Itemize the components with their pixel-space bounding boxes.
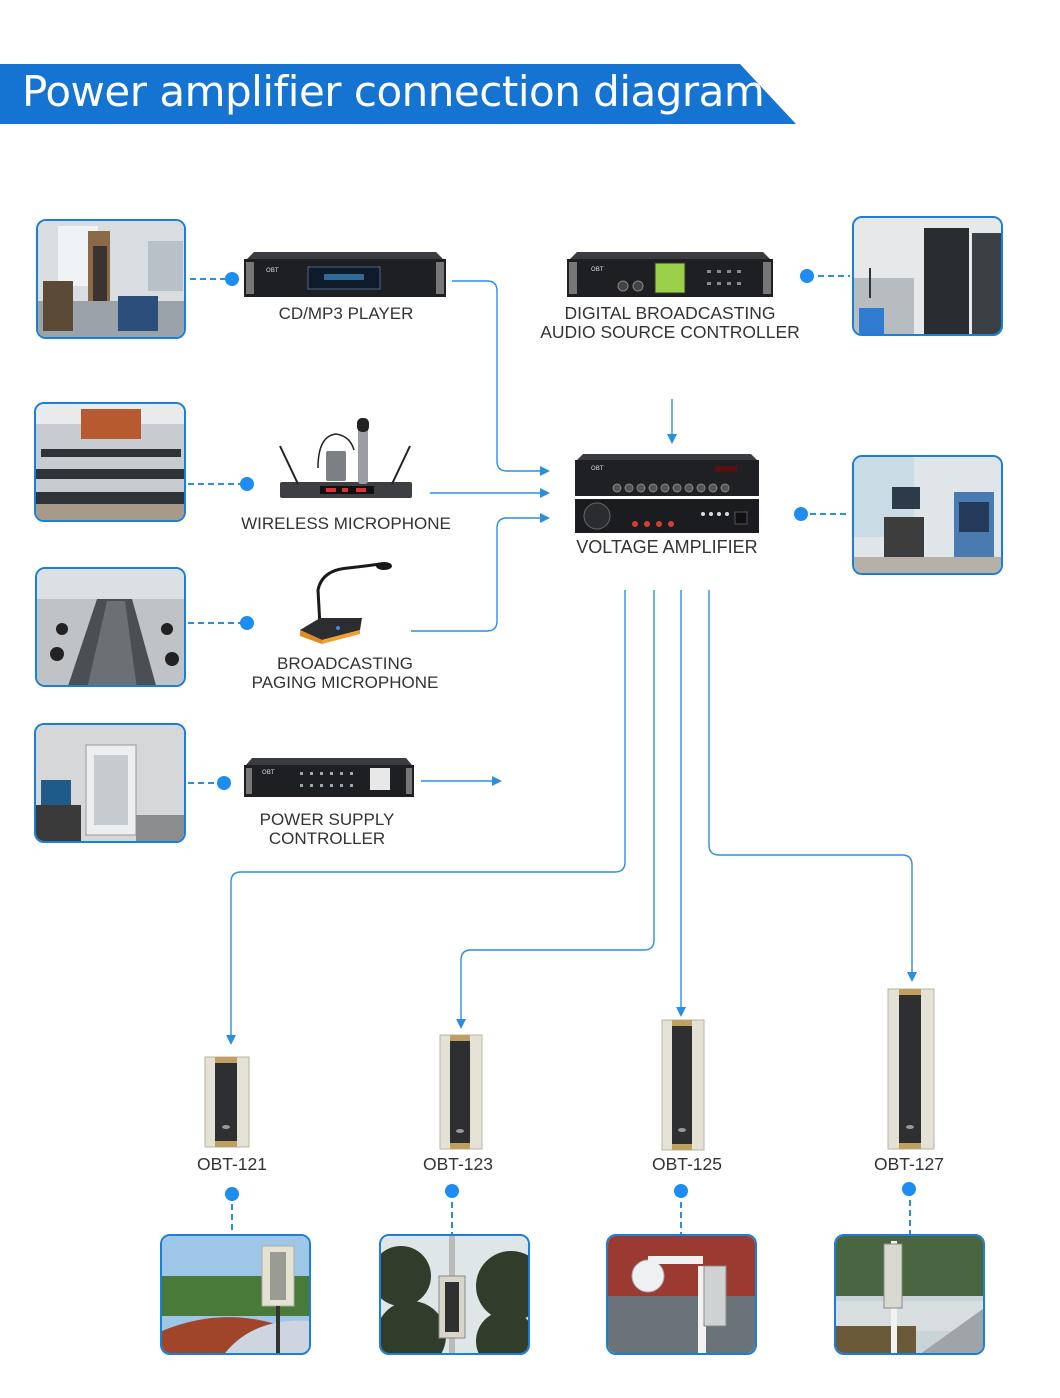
speaker-model-text: OBT-121 bbox=[196, 1154, 268, 1174]
svg-text:OBT: OBT bbox=[591, 266, 604, 273]
power-controller-label: POWER SUPPLY CONTROLLER bbox=[212, 810, 442, 848]
svg-text:OBT: OBT bbox=[266, 267, 279, 274]
cd-player-label: CD/MP3 PLAYER bbox=[244, 304, 448, 323]
speaker-model-label: OBT-121 bbox=[182, 1155, 282, 1174]
equipment-room-photo bbox=[852, 455, 1003, 575]
office-cabinet-photo bbox=[34, 723, 186, 843]
connector-dot bbox=[794, 507, 808, 521]
rack-audio-controller-icon: OBT bbox=[567, 252, 773, 298]
wireless-microphone-label: WIRELESS MICROPHONE bbox=[226, 514, 466, 533]
amp-to-obt121-line bbox=[226, 590, 626, 1045]
wireless-microphone-icon bbox=[278, 416, 414, 500]
amp-to-obt123-line bbox=[456, 590, 655, 1029]
speaker-model-label: OBT-125 bbox=[637, 1155, 737, 1174]
banner-shape bbox=[0, 64, 796, 124]
voltage-amplifier-label-text: VOLTAGE AMPLIFIER bbox=[576, 537, 758, 557]
audio-controller-label-line1: DIGITAL BROADCASTING bbox=[564, 303, 776, 323]
connector-dot bbox=[800, 269, 814, 283]
svg-text:OBT: OBT bbox=[591, 465, 604, 472]
speaker-model-label: OBT-127 bbox=[859, 1155, 959, 1174]
classroom-photo bbox=[34, 402, 186, 522]
connector-dot bbox=[240, 477, 254, 491]
speaker-model-text: OBT-127 bbox=[873, 1154, 945, 1174]
cd-to-amp-line bbox=[452, 280, 550, 476]
rack-power-controller-icon: OBT bbox=[244, 758, 414, 798]
camera-pole-photo bbox=[606, 1234, 757, 1355]
speaker-model-label: OBT-123 bbox=[408, 1155, 508, 1174]
meeting-room-photo bbox=[35, 567, 186, 687]
power-controller-label-line1: POWER SUPPLY bbox=[259, 810, 395, 829]
connector-dot bbox=[902, 1182, 916, 1196]
roadside-photo bbox=[834, 1234, 985, 1355]
speaker-model-text: OBT-123 bbox=[422, 1154, 494, 1174]
server-room-photo bbox=[852, 216, 1003, 336]
svg-text:OBT: OBT bbox=[262, 769, 275, 776]
power-controller-label-line2: CONTROLLER bbox=[268, 829, 386, 848]
amp-to-obt127-line bbox=[708, 590, 917, 982]
audio-controller-label: DIGITAL BROADCASTING AUDIO SOURCE CONTRO… bbox=[530, 304, 810, 342]
paging-microphone-label-line2: PAGING MICROPHONE bbox=[251, 673, 439, 692]
connector-dot bbox=[225, 1187, 239, 1201]
page-title: Power amplifier connection diagram bbox=[22, 67, 765, 116]
paging-microphone-icon bbox=[298, 560, 392, 644]
cd-player-label-text: CD/MP3 PLAYER bbox=[278, 304, 414, 323]
playground-photo bbox=[160, 1234, 311, 1355]
control-room-photo bbox=[36, 219, 186, 339]
column-speaker-icon bbox=[438, 1033, 484, 1151]
voltage-amplifier-label: VOLTAGE AMPLIFIER bbox=[560, 538, 774, 557]
column-speaker-icon bbox=[203, 1055, 251, 1149]
forest-pole-photo bbox=[379, 1234, 530, 1355]
connector-dot bbox=[240, 616, 254, 630]
wireless-microphone-label-text: WIRELESS MICROPHONE bbox=[241, 514, 451, 533]
title-banner: Power amplifier connection diagram bbox=[0, 64, 796, 124]
connector-dot bbox=[217, 776, 231, 790]
connector-dot bbox=[225, 272, 239, 286]
voltage-amplifier-icon: OBT bbox=[575, 454, 759, 534]
rack-cd-player-icon: OBT bbox=[244, 252, 446, 298]
paging-microphone-label-line1: BROADCASTING bbox=[276, 654, 414, 673]
connector-dot bbox=[674, 1184, 688, 1198]
speaker-model-text: OBT-125 bbox=[651, 1154, 723, 1174]
connector-dot bbox=[445, 1184, 459, 1198]
paging-microphone-label: BROADCASTING PAGING MICROPHONE bbox=[230, 654, 460, 692]
column-speaker-icon bbox=[660, 1018, 706, 1152]
paging-to-amp-line bbox=[411, 513, 550, 632]
column-speaker-icon bbox=[886, 987, 936, 1151]
audio-controller-label-line2: AUDIO SOURCE CONTROLLER bbox=[540, 322, 800, 342]
